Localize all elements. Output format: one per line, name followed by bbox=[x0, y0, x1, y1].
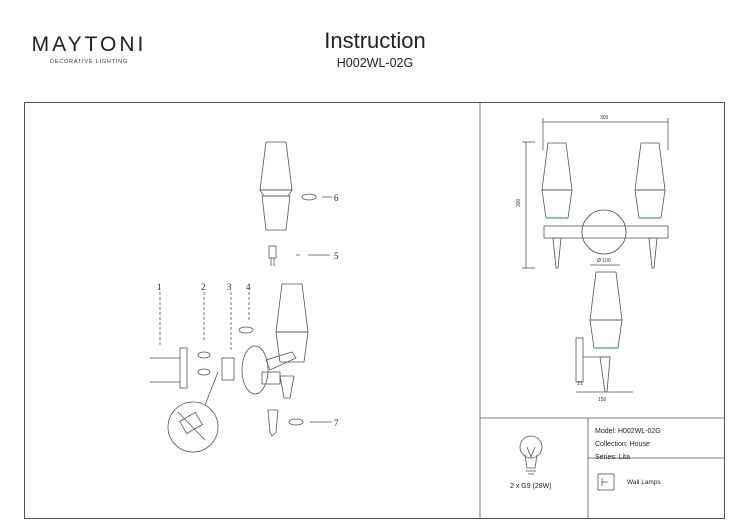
part-number-6: 6 bbox=[334, 193, 339, 203]
bulb-icon bbox=[519, 435, 543, 475]
info-model: Model: H002WL-02G bbox=[595, 428, 661, 435]
shade-part bbox=[259, 141, 293, 231]
brand-tagline: DECORATIVE LIGHTING bbox=[49, 59, 129, 65]
part-number-7: 7 bbox=[334, 418, 339, 428]
dim-width: 300 bbox=[600, 115, 609, 121]
part-number-4: 4 bbox=[246, 282, 251, 292]
page-title: Instruction bbox=[324, 28, 426, 53]
bulb-spec: 2 x G9 (28W) bbox=[510, 483, 552, 490]
wall-lamp-icon bbox=[597, 473, 615, 491]
model-code: H002WL-02G bbox=[336, 56, 414, 70]
info-collection: Collection: House bbox=[595, 441, 650, 448]
assembled-shade bbox=[275, 283, 309, 333]
info-type: Wall Lamps bbox=[627, 479, 661, 486]
front-view bbox=[522, 118, 669, 269]
part-number-3: 3 bbox=[227, 282, 232, 292]
dim-small: 21 bbox=[577, 381, 583, 387]
dim-depth: 150 bbox=[598, 397, 607, 403]
brand-name: MAYTONI bbox=[31, 33, 147, 56]
wall-base bbox=[241, 345, 269, 395]
info-series: Series: Lita bbox=[595, 454, 631, 461]
document-header: Instruction H002WL-02G bbox=[300, 28, 450, 70]
instruction-frame bbox=[24, 102, 725, 519]
dim-height: 300 bbox=[516, 198, 522, 207]
side-view bbox=[575, 271, 633, 393]
part-number-2: 2 bbox=[201, 282, 206, 292]
wiring-detail bbox=[167, 401, 219, 453]
dim-base: Ø 100 bbox=[597, 258, 611, 264]
part-number-1: 1 bbox=[157, 282, 162, 292]
bulb-part bbox=[268, 245, 277, 266]
part-number-5: 5 bbox=[334, 251, 339, 261]
brand-logo: MAYTONI DECORATIVE LIGHTING bbox=[22, 33, 156, 66]
